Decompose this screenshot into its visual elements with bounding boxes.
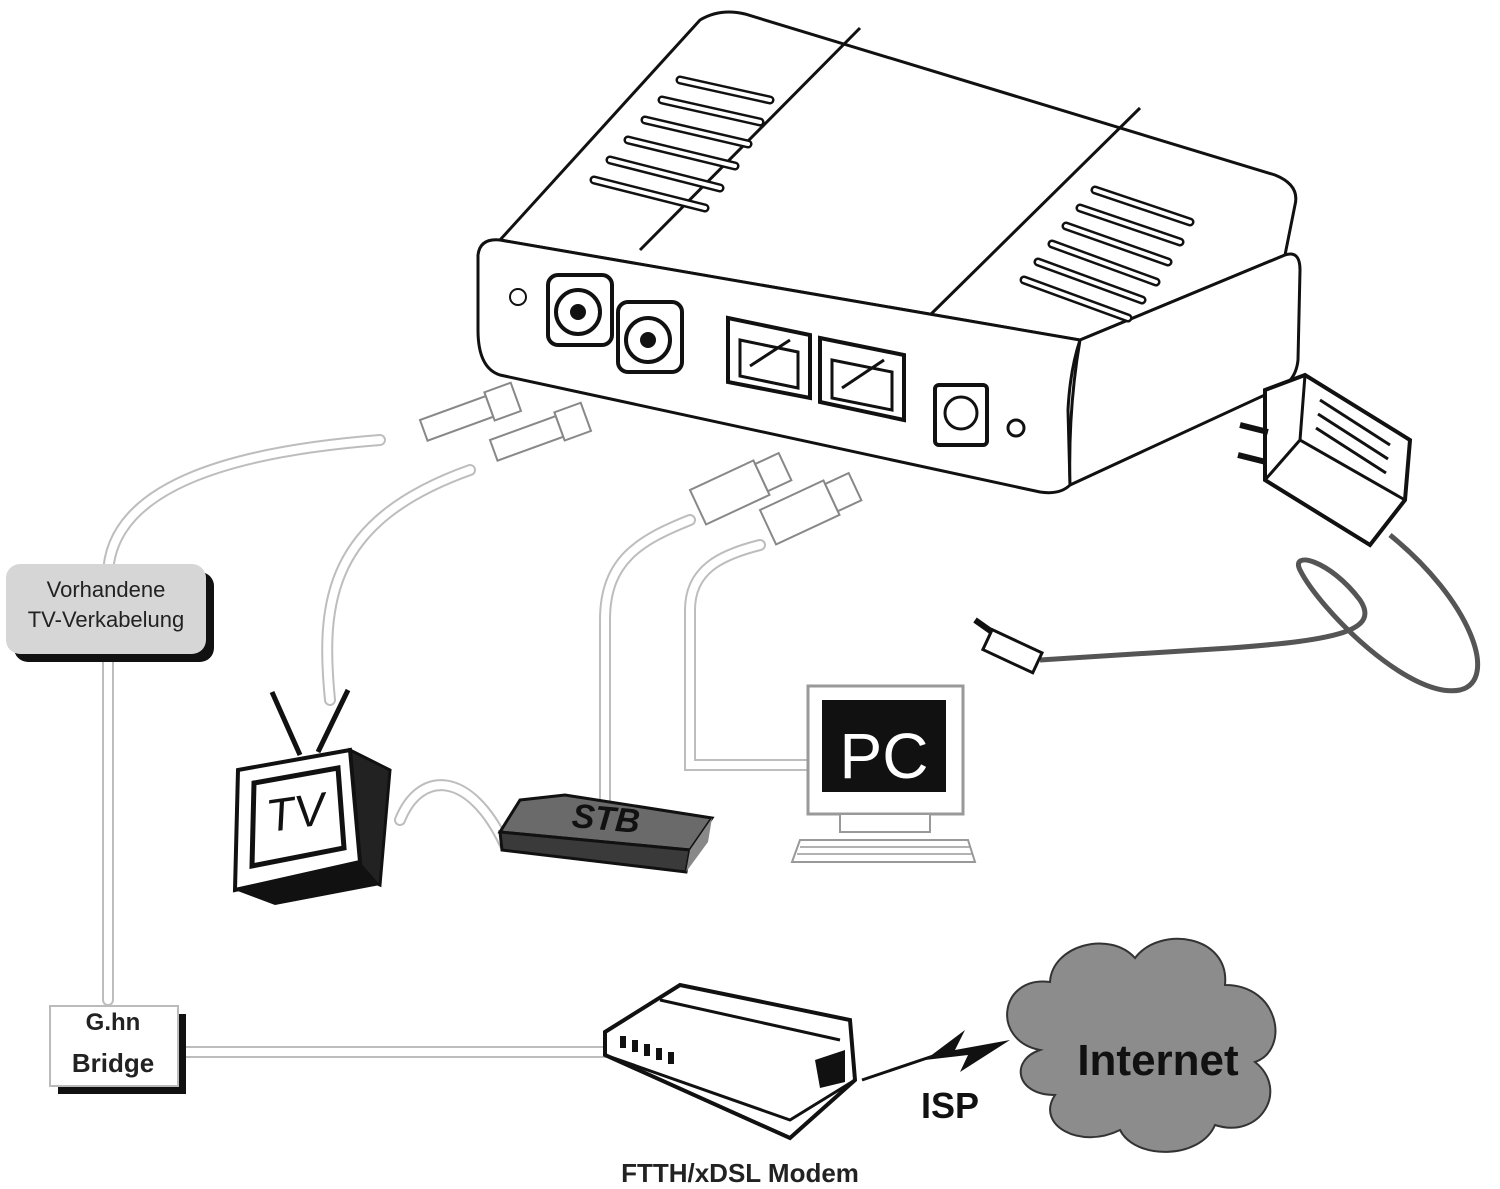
cable-plugs [418, 381, 863, 546]
tv-label: TV [263, 782, 333, 842]
adapter-prong [1239, 422, 1269, 435]
stb-label: STB [570, 797, 641, 841]
rj45-plug-icon [758, 471, 863, 546]
tv-cabling-cable [102, 434, 386, 1006]
lan-port-icon [818, 335, 906, 423]
tv-cabling-label-line2: TV-Verkabelung [28, 607, 185, 632]
modem-leds [620, 1036, 674, 1064]
pc-lan-cable [684, 539, 816, 771]
coax-port-icon [616, 300, 684, 374]
pc-label: PC [840, 720, 929, 792]
internet-cloud: Internet [1006, 937, 1277, 1153]
pc-stand [839, 813, 931, 833]
tv-base [235, 862, 380, 905]
cables [102, 434, 816, 1058]
coax-port-icon [546, 273, 614, 347]
internet-label: Internet [1077, 1036, 1239, 1085]
pc-screen [822, 700, 946, 792]
ghn-bridge: G.hn Bridge [49, 1005, 186, 1094]
adapter-cord [1039, 533, 1481, 694]
modem: FTTH/xDSL Modem [603, 982, 859, 1188]
isp-link: ISP [861, 1030, 1010, 1126]
modem-port-icon [815, 1050, 845, 1088]
lightning-bolt-icon [925, 1030, 1010, 1072]
power-jack-icon [933, 383, 989, 447]
keyboard-icon [790, 839, 977, 863]
lan-port-icon [726, 315, 812, 401]
main-device [476, 10, 1302, 495]
device-vents-right [1019, 185, 1195, 323]
tv-antenna-icon [315, 688, 351, 754]
coax-plug-icon [488, 401, 593, 462]
modem-label: FTTH/xDSL Modem [621, 1158, 859, 1188]
tv-cabling-box: Vorhandene TV-Verkabelung [6, 564, 214, 662]
tv-antenna-icon [269, 690, 303, 757]
reset-button-icon [509, 288, 527, 306]
power-adapter [973, 372, 1481, 694]
stb: STB [497, 793, 715, 874]
tv-screen [249, 765, 347, 870]
tv-cabling-label-line1: Vorhandene [47, 577, 166, 602]
rj45-plug-icon [688, 451, 793, 526]
bridge-label-line2: Bridge [72, 1048, 154, 1078]
isp-label: ISP [921, 1085, 979, 1126]
tv: TV [232, 688, 392, 905]
cloud-icon [1006, 937, 1277, 1153]
pc: PC [790, 684, 977, 863]
adapter-prong [1237, 452, 1267, 465]
device-front-ports [509, 273, 1026, 447]
coax-plug-icon [418, 381, 523, 442]
device-vents-left [589, 75, 775, 213]
dc-plug-icon [973, 617, 1045, 675]
pair-button-icon [1006, 418, 1026, 438]
bridge-label-line1: G.hn [86, 1009, 141, 1036]
